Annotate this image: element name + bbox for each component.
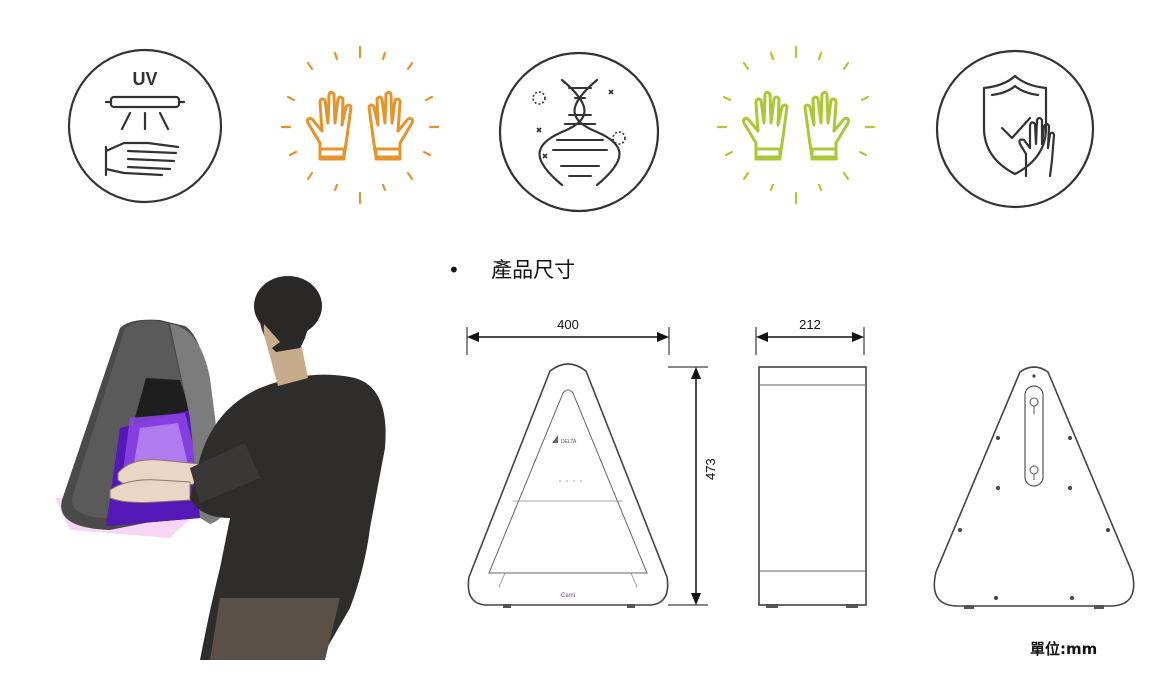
height-dimension [668, 360, 718, 610]
orange-hands-icon [280, 45, 440, 205]
section-title: 產品尺寸 [491, 258, 576, 282]
brand-text: DELTA [561, 439, 577, 445]
height-dimension-label: 473 [703, 458, 718, 480]
dna-icon [497, 50, 661, 214]
icon-row: UV [0, 0, 1165, 230]
unit-label: 單位:mm [1030, 640, 1098, 658]
depth-dimension-label: 212 [799, 317, 821, 332]
green-hands-icon [716, 45, 876, 205]
uv-light-hand-icon: UV [66, 47, 224, 205]
width-dimension-label: 400 [557, 317, 579, 332]
shield-hand-icon [934, 48, 1096, 210]
product-usage-illustration [50, 268, 390, 660]
side-view-drawing: 212 [748, 315, 873, 615]
uv-text: UV [132, 69, 157, 89]
front-logo: Cami [561, 593, 575, 599]
back-view-drawing [928, 362, 1140, 612]
section-heading: • 產品尺寸 [448, 254, 575, 284]
front-view-drawing: 400 DELTA Cami [455, 315, 725, 615]
bullet-point: • [448, 258, 460, 282]
